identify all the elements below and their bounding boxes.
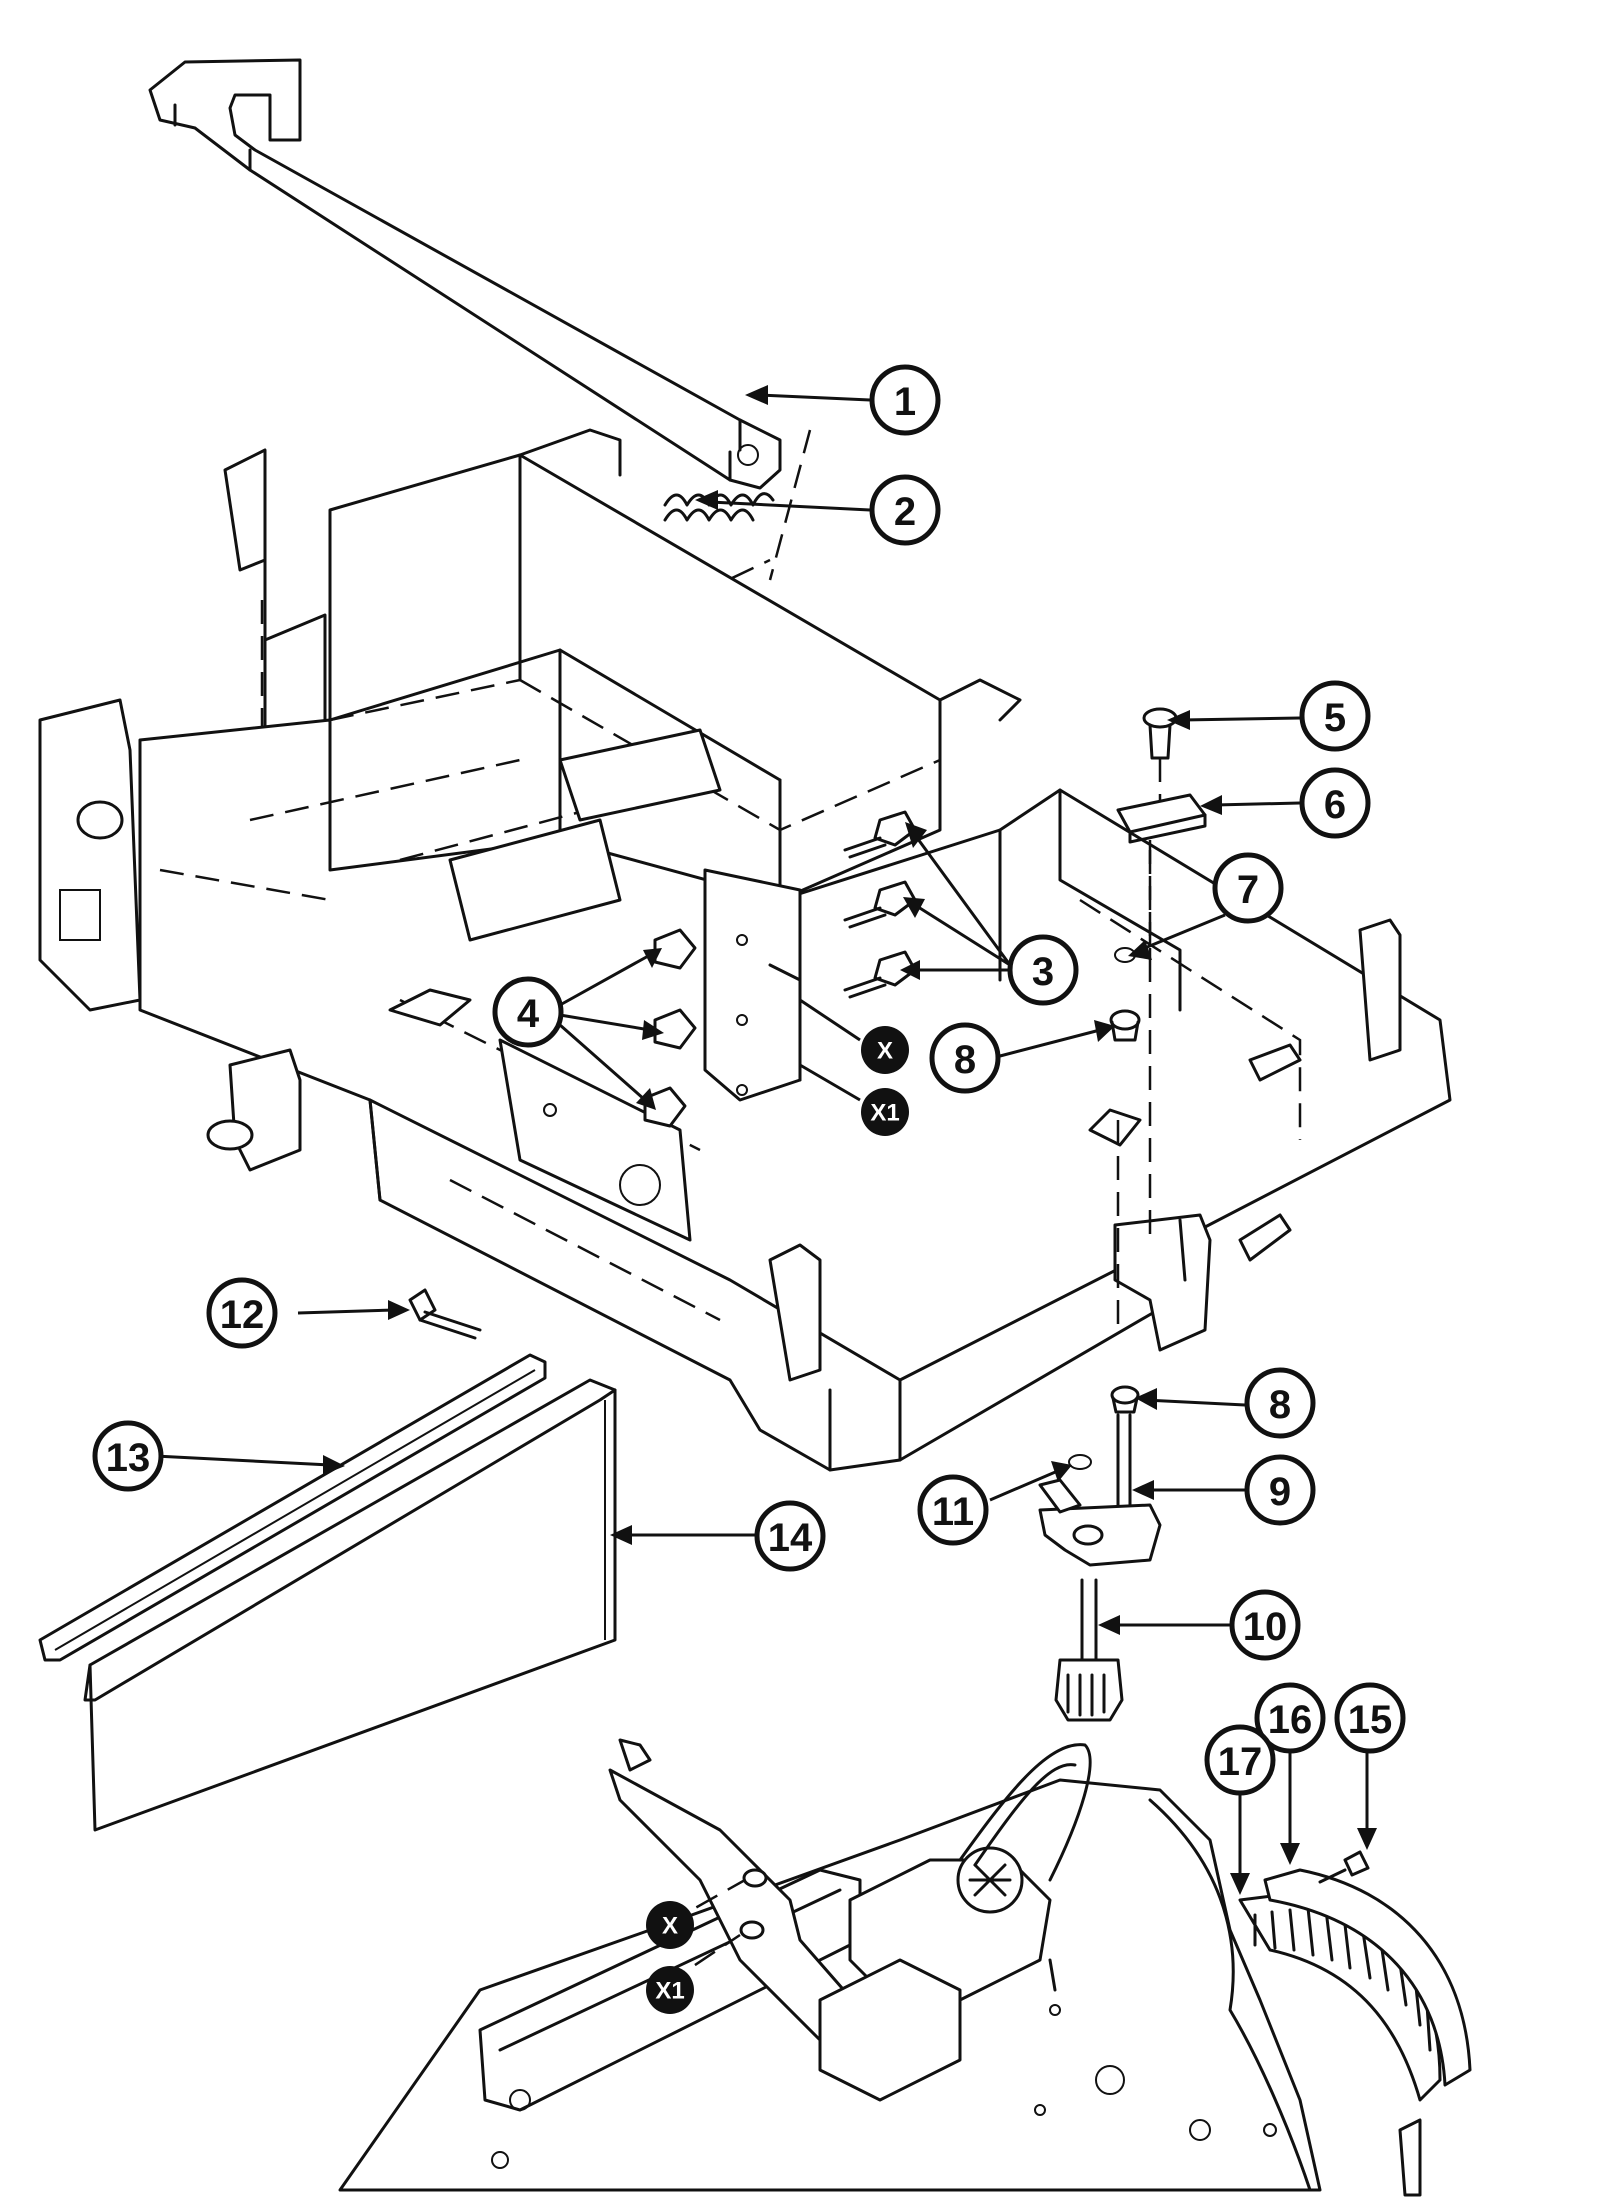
part-bushing	[1109, 1009, 1141, 1042]
callout-16: 16	[1254, 1682, 1326, 1754]
svg-text:X1: X1	[655, 1978, 684, 2005]
svg-text:X: X	[877, 1038, 893, 1065]
hex-nut	[653, 1008, 697, 1050]
part-rail	[38, 1353, 547, 1662]
svg-text:16: 16	[1268, 1698, 1313, 1742]
part-hex-bolts	[843, 810, 917, 999]
part-screw-top	[1142, 707, 1178, 800]
callout-14: 14	[754, 1500, 826, 1572]
part-pin-bracket	[1038, 1413, 1162, 1567]
hex-bolt	[843, 880, 917, 929]
svg-text:5: 5	[1324, 696, 1346, 740]
svg-text:X1: X1	[870, 1100, 899, 1127]
callout-8-upper: 8	[929, 1022, 1001, 1094]
callout-3: 3	[1007, 934, 1079, 1006]
hex-bolt	[843, 810, 917, 859]
svg-text:17: 17	[1218, 1740, 1263, 1784]
svg-text:2: 2	[894, 490, 916, 534]
callout-15: 15	[1334, 1682, 1406, 1754]
marker-x1-lower: X1	[646, 1966, 694, 2014]
leader-lines	[154, 385, 1377, 1895]
callout-10: 10	[1229, 1589, 1301, 1661]
svg-text:8: 8	[1269, 1383, 1291, 1427]
callout-4: 4	[492, 976, 564, 1048]
svg-text:9: 9	[1269, 1470, 1291, 1514]
callout-5: 5	[1299, 680, 1371, 752]
callout-1: 1	[869, 364, 941, 436]
svg-text:7: 7	[1237, 868, 1259, 912]
callout-17: 17	[1204, 1724, 1276, 1796]
svg-text:6: 6	[1324, 783, 1346, 827]
svg-text:4: 4	[517, 992, 540, 1036]
callout-7: 7	[1212, 852, 1284, 924]
svg-text:12: 12	[220, 1293, 265, 1337]
svg-text:3: 3	[1032, 950, 1054, 994]
part-adjuster-bolt	[1054, 1578, 1124, 1722]
marker-x-upper: X	[861, 1026, 909, 1074]
callout-12: 12	[206, 1277, 278, 1349]
main-frame-assembly	[38, 428, 1452, 1472]
part-cover-panel	[83, 1378, 617, 1832]
marker-x-lower: X	[646, 1901, 694, 1949]
svg-text:X: X	[662, 1913, 678, 1940]
marker-x1-upper: X1	[861, 1088, 909, 1136]
part-bushing-lower	[1110, 1385, 1140, 1414]
callout-8-lower: 8	[1244, 1367, 1316, 1439]
svg-text:10: 10	[1243, 1605, 1288, 1649]
callout-6: 6	[1299, 767, 1371, 839]
callout-2: 2	[869, 474, 941, 546]
callout-9: 9	[1244, 1454, 1316, 1526]
callout-11: 11	[917, 1474, 989, 1546]
svg-text:14: 14	[768, 1516, 813, 1560]
svg-text:13: 13	[106, 1436, 151, 1480]
part-small-washer	[1068, 1454, 1092, 1470]
part-plate	[1116, 793, 1207, 844]
hex-bolt	[843, 950, 917, 999]
hex-nut	[643, 1086, 687, 1128]
svg-text:15: 15	[1348, 1698, 1393, 1742]
part-screw-left	[408, 1288, 482, 1340]
callout-13: 13	[92, 1420, 164, 1492]
svg-text:1: 1	[894, 380, 916, 424]
svg-text:11: 11	[932, 1490, 974, 1534]
svg-text:8: 8	[954, 1038, 976, 1082]
bottom-assembly	[338, 1738, 1472, 2197]
